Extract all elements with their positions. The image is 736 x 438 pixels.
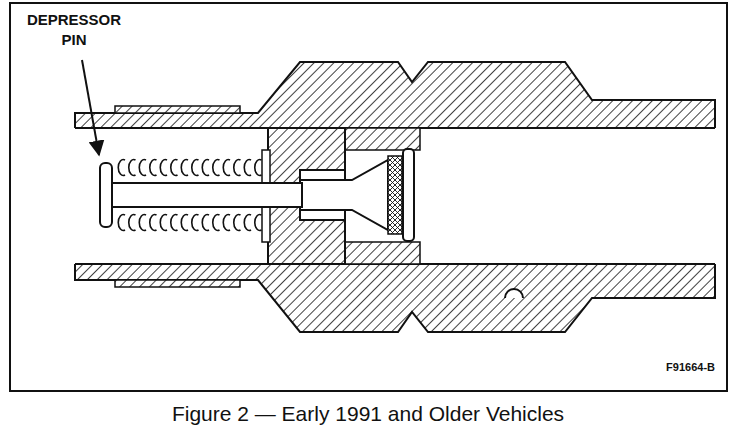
figure-code: F91664-B [590,360,715,374]
spring-coil [150,160,157,176]
spring-coil [213,159,220,175]
bore [74,128,717,264]
part-label: DEPRESSOR PIN [18,10,130,50]
spring-coil [129,160,136,176]
spring-coil [192,159,199,175]
valve-seat [345,128,420,150]
spring-coil [139,160,146,176]
seal [388,156,402,234]
poppet-disk [403,149,414,241]
figure-caption: Figure 2 — Early 1991 and Older Vehicles [0,401,736,427]
spring-coil [118,160,125,176]
spring-coil [192,215,199,231]
spring-coil [244,215,251,231]
spring-coil [181,159,188,175]
spring-coil [244,159,251,175]
figure-frame [10,3,727,391]
spring [118,159,261,230]
thread-sleeve [115,280,240,287]
spring-coil [171,215,178,231]
spring-coil [160,159,167,175]
spring-coil [171,159,178,175]
valve-seat [345,242,420,264]
pin-head [100,163,112,227]
spring-coil [234,159,241,175]
spring-coil [181,215,188,231]
spring-coil [223,215,230,231]
poppet [300,160,388,230]
notch [505,289,523,298]
spring-coil [213,215,220,231]
spring-coil [202,159,209,175]
spring-coil [255,215,262,231]
thread-sleeve [115,106,240,113]
spring-coil [255,159,262,175]
spring-coil [160,215,167,231]
spring-coil [223,159,230,175]
depressor-pin [110,183,302,207]
spring-coil [129,215,136,231]
bore-wall [74,264,76,280]
spring-coil [139,215,146,231]
spring-coil [118,215,125,231]
spring-coil [234,215,241,231]
leader-line [82,60,99,155]
spring-coil [202,215,209,231]
spring-coil [150,215,157,231]
bore-wall [74,113,76,128]
